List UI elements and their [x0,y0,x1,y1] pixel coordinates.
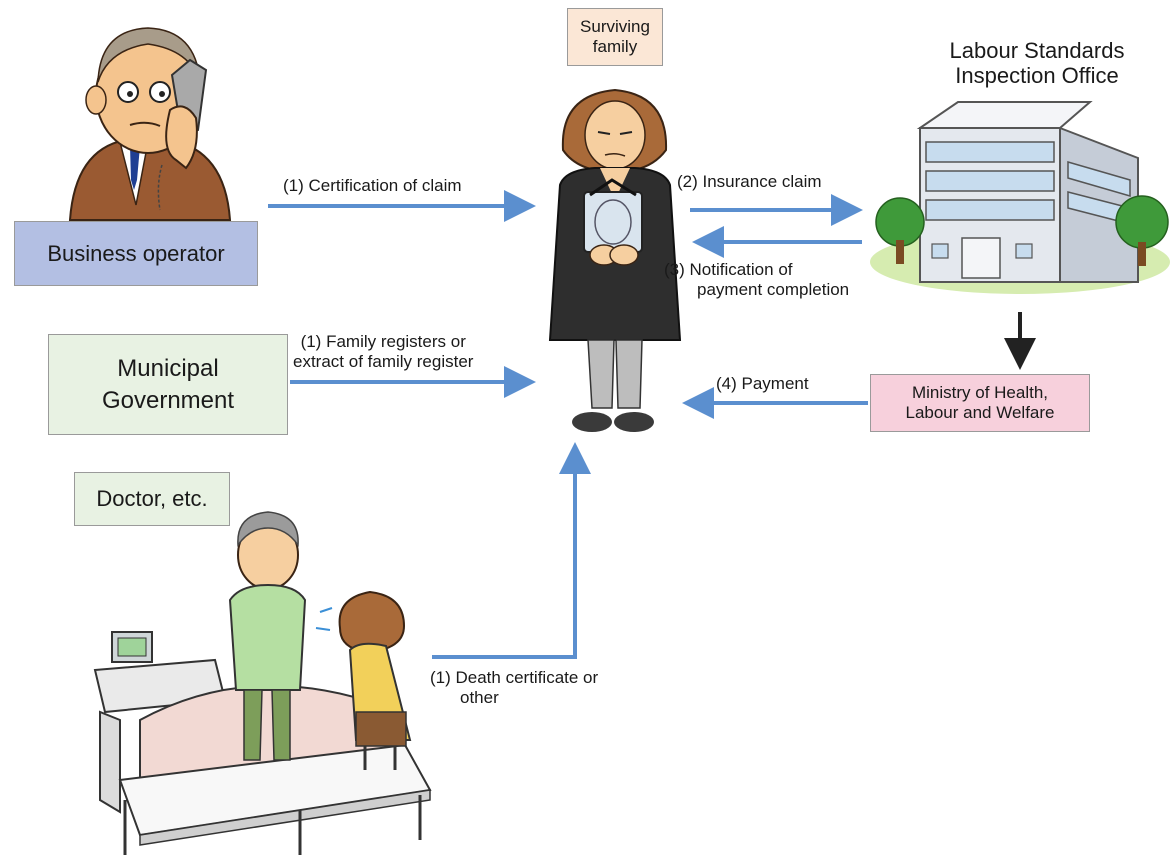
arrows [268,190,1036,659]
ministry-line-1: Ministry of Health, [911,383,1049,403]
doctor-box: Doctor, etc. [74,472,230,526]
death-certificate-label: (1) Death certificate or other [430,668,598,708]
municipal-line-1: Municipal [117,355,219,383]
labour-office-title: Labour Standards Inspection Office [906,38,1168,88]
surviving-family-line-1: Surviving [580,17,650,37]
payment-label: (4) Payment [716,374,809,393]
certification-of-claim-label: (1) Certification of claim [283,176,462,195]
notification-label: (3) Notification of payment completion [664,260,849,300]
death-certificate-line-1: (1) Death certificate or [430,668,599,687]
arrow-death-certificate [432,442,591,659]
death-certificate-line-2: other [460,688,499,707]
insurance-claim-label: (2) Insurance claim [677,172,822,191]
family-register-line-2: extract of family register [293,352,474,371]
ministry-box: Ministry of Health, Labour and Welfare [870,374,1090,432]
labour-office-line-2: Inspection Office [955,63,1119,88]
surviving-family-box: Surviving family [567,8,663,66]
notification-line-1: (3) Notification of [664,260,793,279]
business-operator-box: Business operator [14,221,258,286]
ministry-line-2: Labour and Welfare [905,403,1055,422]
surviving-family-line-2: family [592,37,638,56]
doctor-label: Doctor, etc. [96,486,208,512]
municipal-government-box: Municipal Government [48,334,288,435]
family-register-line-1: (1) Family registers or [300,332,466,351]
surviving-family-illustration [548,88,682,432]
family-register-label: (1) Family registers or extract of famil… [293,332,473,372]
business-operator-label: Business operator [47,240,225,266]
business-operator-illustration [68,27,232,221]
municipal-line-2: Government [101,386,235,414]
notification-line-2: payment completion [697,280,850,299]
labour-office-line-1: Labour Standards [949,38,1125,63]
hospital-scene-illustration [93,511,432,855]
office-building-illustration [870,101,1170,294]
